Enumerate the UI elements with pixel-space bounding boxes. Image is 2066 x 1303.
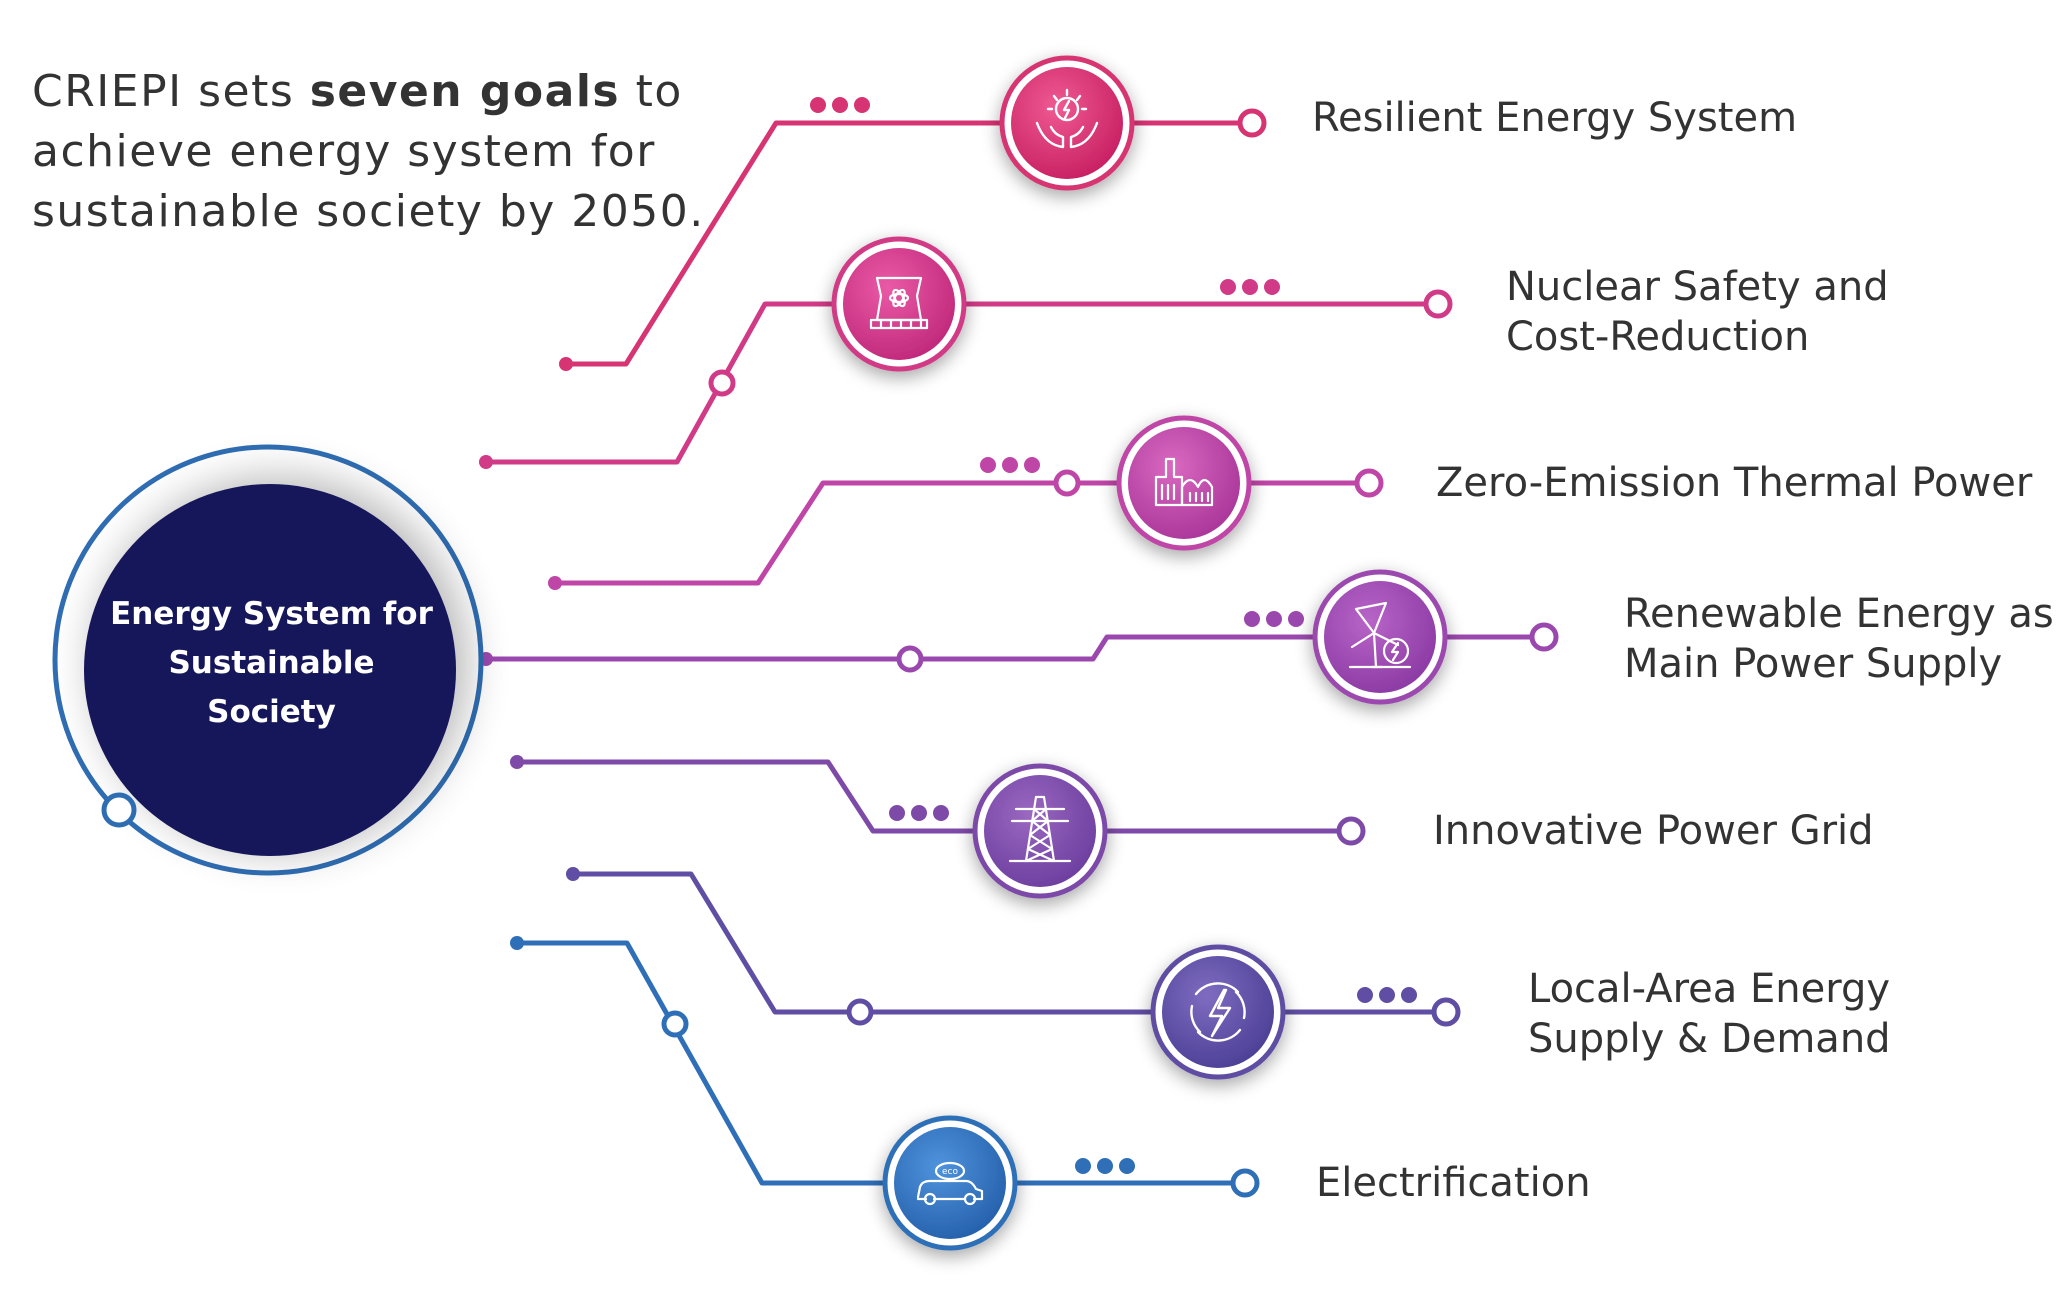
goal-label-line: Local-Area Energy bbox=[1528, 966, 1891, 1012]
connector-line-electrification bbox=[514, 940, 1248, 1186]
line-start-dots bbox=[479, 357, 580, 950]
mid-node-thermal bbox=[1053, 469, 1081, 497]
end-node-nuclear bbox=[1423, 289, 1453, 319]
ellipsis-local bbox=[1357, 987, 1417, 1003]
hub-title: Energy System for Sustainable Society bbox=[104, 590, 439, 737]
eco-badge-text: eco bbox=[942, 1167, 958, 1177]
line-mid-nodes bbox=[661, 369, 1081, 1038]
start-dot-resilient bbox=[559, 357, 573, 371]
start-dot-electrification bbox=[510, 936, 524, 950]
end-node-resilient bbox=[1237, 108, 1267, 138]
start-dot-nuclear bbox=[479, 455, 493, 469]
goal-label-line: Supply & Demand bbox=[1528, 1016, 1891, 1062]
goal-label-line: Innovative Power Grid bbox=[1433, 808, 1874, 854]
hub-outer-ring bbox=[52, 444, 484, 876]
goal-label-renewable: Renewable Energy as a Main Power Supply bbox=[1624, 589, 2066, 689]
eco-car-icon: eco bbox=[916, 1161, 984, 1206]
line-end-nodes bbox=[1230, 108, 1559, 1198]
ellipsis-resilient bbox=[810, 97, 870, 113]
end-node-renewable bbox=[1529, 622, 1559, 652]
start-dot-local bbox=[566, 867, 580, 881]
goal-label-thermal: Zero-Emission Thermal Power bbox=[1436, 458, 2032, 508]
start-dot-grid bbox=[510, 755, 524, 769]
mid-node-renewable bbox=[896, 645, 924, 673]
nuclear-plant-icon bbox=[869, 276, 929, 330]
goal-label-line: Electrification bbox=[1316, 1160, 1591, 1206]
connector-line-thermal bbox=[552, 480, 1372, 586]
hub-disc bbox=[84, 484, 456, 856]
goal-label-electrification: Electrification bbox=[1316, 1158, 1591, 1208]
goal-circle-resilient bbox=[999, 55, 1135, 191]
goal-label-resilient: Resilient Energy System bbox=[1312, 93, 1797, 143]
hub-ring-node bbox=[101, 792, 137, 828]
mid-node-nuclear bbox=[708, 369, 736, 397]
intro-text-part2: to achieve energy system for sustainable… bbox=[32, 66, 705, 237]
lightning-circle-icon bbox=[1190, 982, 1246, 1042]
goal-circle-electrification bbox=[882, 1115, 1018, 1251]
goal-icons: eco bbox=[831, 55, 1448, 1251]
connector-lines bbox=[483, 120, 1547, 1186]
goal-label-line: Main Power Supply bbox=[1624, 641, 2003, 687]
goal-circle-local bbox=[1150, 944, 1286, 1080]
end-node-thermal bbox=[1354, 468, 1384, 498]
connector-line-grid bbox=[514, 759, 1354, 834]
factory-icon bbox=[1154, 457, 1214, 507]
hands-sun-bolt-icon bbox=[1035, 88, 1099, 149]
ellipsis-grid bbox=[889, 805, 949, 821]
transmission-tower-icon bbox=[1008, 795, 1072, 863]
mid-node-local bbox=[846, 998, 874, 1026]
end-node-electrification bbox=[1230, 1168, 1260, 1198]
end-node-local bbox=[1431, 997, 1461, 1027]
start-dot-thermal bbox=[548, 576, 562, 590]
connector-line-local bbox=[570, 871, 1449, 1015]
ellipsis-electrification bbox=[1075, 1158, 1135, 1174]
goal-label-grid: Innovative Power Grid bbox=[1433, 806, 1874, 856]
ellipsis-nuclear bbox=[1220, 279, 1280, 295]
goal-label-line: Zero-Emission Thermal Power bbox=[1436, 460, 2033, 506]
intro-text: CRIEPI sets seven goals to achieve energ… bbox=[32, 62, 732, 242]
ellipsis-renewable bbox=[1244, 611, 1304, 627]
hub-title-line: Sustainable bbox=[168, 645, 375, 681]
goal-label-line: Cost-Reduction bbox=[1506, 314, 1810, 360]
hub-title-line: Society bbox=[207, 694, 336, 730]
goal-label-line: Nuclear Safety and bbox=[1506, 264, 1889, 310]
goal-circle-grid bbox=[972, 763, 1108, 899]
goal-label-nuclear: Nuclear Safety and Cost-Reduction bbox=[1506, 262, 1889, 362]
ellipsis-dots bbox=[810, 97, 1417, 1174]
intro-text-part1: CRIEPI sets bbox=[32, 66, 310, 117]
central-hub bbox=[52, 444, 484, 876]
ellipsis-thermal bbox=[980, 457, 1040, 473]
hub-title-line: Energy System for bbox=[110, 596, 433, 632]
end-node-grid bbox=[1336, 816, 1366, 846]
intro-text-bold: seven goals bbox=[309, 66, 621, 117]
goal-label-local: Local-Area Energy Supply & Demand bbox=[1528, 964, 1891, 1064]
goal-label-line: Renewable Energy as a bbox=[1624, 591, 2066, 637]
mid-node-electrification bbox=[661, 1010, 689, 1038]
wind-solar-icon bbox=[1348, 601, 1412, 669]
goal-label-line: Resilient Energy System bbox=[1312, 95, 1798, 141]
